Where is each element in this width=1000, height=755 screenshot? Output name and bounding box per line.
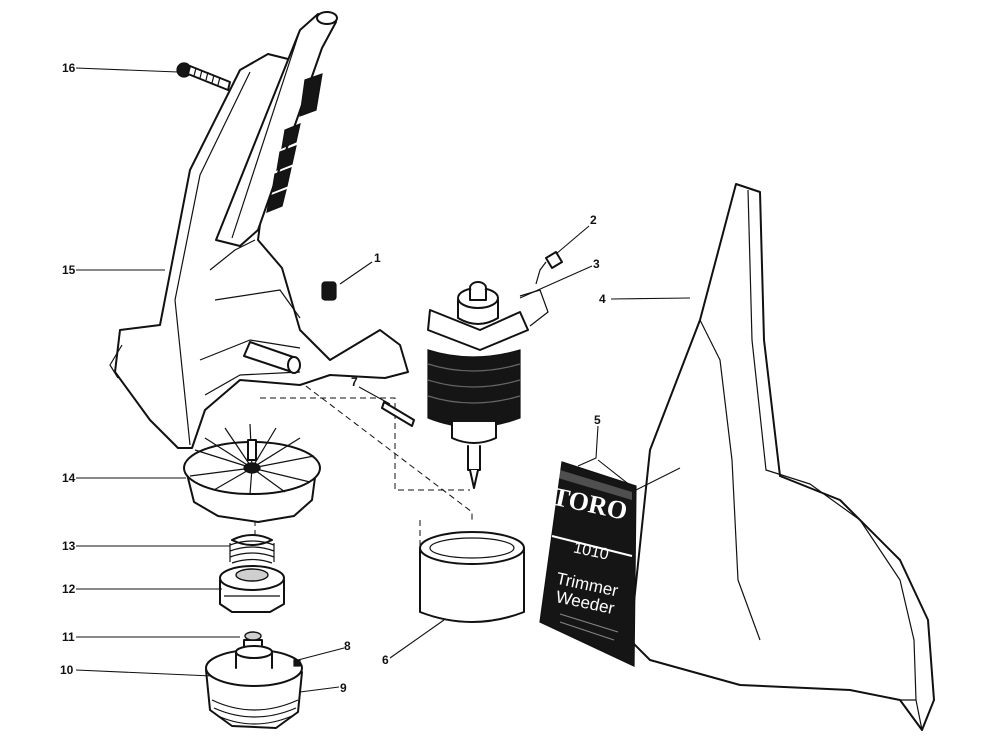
bump-head-parts-8-9-10	[205, 645, 303, 729]
upper-housing-part-15	[109, 53, 409, 449]
callout-14: 14	[62, 471, 76, 485]
callout-16: 16	[62, 61, 76, 75]
plug-part-1	[321, 281, 337, 301]
lower-housing-part-4	[629, 183, 935, 731]
callout-6: 6	[382, 653, 389, 667]
pin-part-7	[381, 401, 415, 427]
handle-tube	[215, 11, 338, 247]
callout-15: 15	[62, 263, 76, 277]
callout-13: 13	[62, 539, 76, 553]
spring-part-13	[229, 534, 275, 564]
callout-11: 11	[62, 630, 75, 644]
screw-part-16	[176, 62, 231, 91]
nameplate-part-5: TORO 1010 Trimmer Weeder	[539, 461, 637, 667]
switch-ribs	[266, 73, 323, 213]
leader-lines	[75, 67, 691, 693]
callout-2: 2	[590, 213, 597, 227]
callout-labels: 16 15 1 2 3 4 5 6 7 8 9 10 11 12 13 14	[60, 61, 606, 695]
sleeve-part-6	[419, 531, 525, 623]
callout-5: 5	[594, 413, 601, 427]
fan-part-14	[183, 423, 321, 523]
callout-7: 7	[351, 375, 358, 389]
callout-1: 1	[374, 251, 381, 265]
housing-pin	[243, 341, 301, 374]
callout-4: 4	[599, 292, 606, 306]
callout-10: 10	[60, 663, 74, 677]
wire-nut-part-2	[535, 251, 563, 285]
motor-part-3	[427, 281, 549, 489]
callout-8: 8	[344, 639, 351, 653]
callout-12: 12	[62, 582, 76, 596]
callout-3: 3	[593, 257, 600, 271]
callout-9: 9	[340, 681, 347, 695]
spool-part-12	[219, 565, 285, 613]
